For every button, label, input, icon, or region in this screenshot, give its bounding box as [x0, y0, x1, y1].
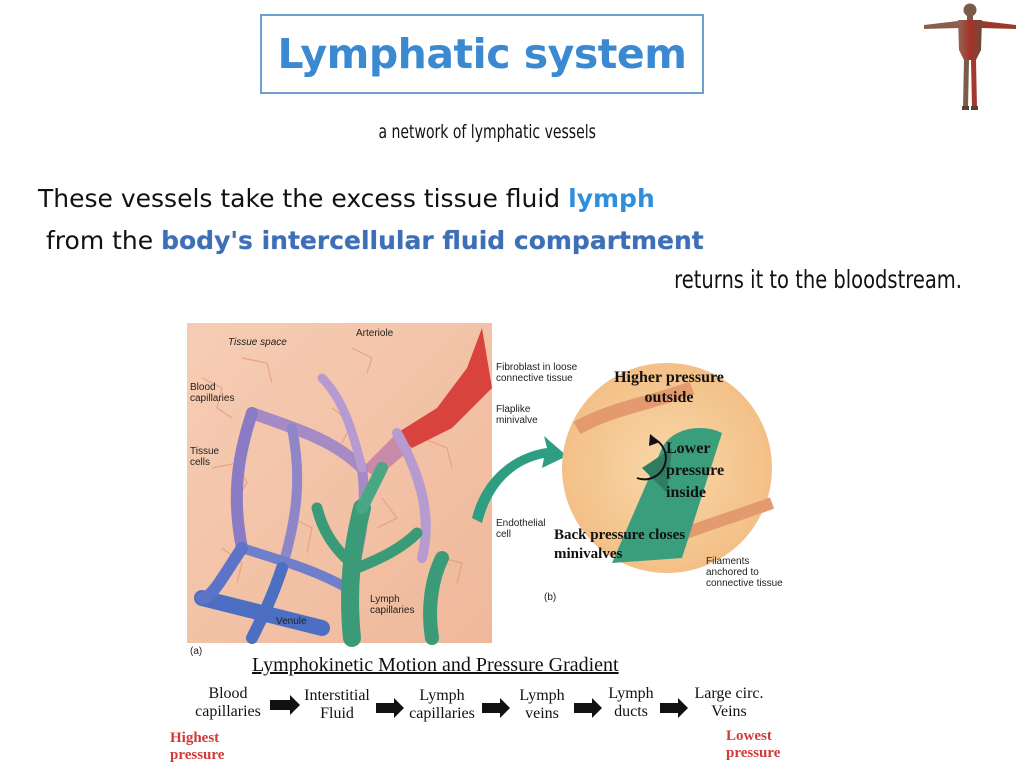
lymph-diagram: (a) (b) Tissue space Arteriole Blood cap… — [182, 318, 794, 768]
label-blood-capillaries: Blood capillaries — [190, 382, 250, 404]
label-filaments: Filaments anchored to connective tissue — [706, 556, 786, 589]
label-back-pressure: Back pressure closes minivalves — [554, 526, 694, 564]
label-highest-pressure: Highest pressure — [170, 730, 240, 764]
label-tissue-cells: Tissue cells — [190, 446, 230, 468]
compartment-highlight: body's intercellular fluid compartment — [161, 226, 704, 255]
body-line-3: returns it to the bloodstream. — [674, 265, 962, 294]
anatomy-human-icon — [918, 0, 1022, 112]
label-lower-pressure: Lower pressure inside — [666, 438, 746, 504]
panel-b-label: (b) — [544, 592, 556, 603]
label-higher-pressure: Higher pressure outside — [594, 368, 744, 408]
flow-step-interstitial-fluid: Interstitial Fluid — [296, 687, 378, 723]
label-arteriole: Arteriole — [356, 328, 393, 339]
body-line-1: These vessels take the excess tissue flu… — [38, 184, 655, 213]
label-venule: Venule — [276, 616, 307, 627]
lymph-highlight: lymph — [568, 184, 655, 213]
label-fibroblast: Fibroblast in loose connective tissue — [496, 362, 596, 384]
title-box: Lymphatic system — [260, 14, 704, 94]
panel-a-label: (a) — [190, 646, 202, 657]
flow-title: Lymphokinetic Motion and Pressure Gradie… — [252, 654, 619, 677]
flow-step-large-circ-veins: Large circ. Veins — [684, 685, 774, 721]
flow-step-lymph-veins: Lymph veins — [510, 687, 574, 723]
label-flaplike-minivalve: Flaplike minivalve — [496, 404, 556, 426]
flow-step-lymph-ducts: Lymph ducts — [600, 685, 662, 721]
body-line-1-text: These vessels take the excess tissue flu… — [38, 184, 568, 213]
label-tissue-space: Tissue space — [228, 337, 287, 348]
label-endothelial-cell: Endothelial cell — [496, 518, 556, 540]
flow-step-blood-capillaries: Blood capillaries — [186, 685, 270, 721]
slide-title: Lymphatic system — [278, 30, 687, 78]
body-line-2: from the body's intercellular fluid comp… — [46, 226, 704, 255]
label-lymph-capillaries: Lymph capillaries — [370, 594, 430, 616]
slide-subtitle: a network of lymphatic vessels — [88, 121, 887, 143]
flow-step-lymph-capillaries: Lymph capillaries — [402, 687, 482, 723]
body-line-2-text: from the — [46, 226, 161, 255]
label-lowest-pressure: Lowest pressure — [726, 728, 792, 762]
